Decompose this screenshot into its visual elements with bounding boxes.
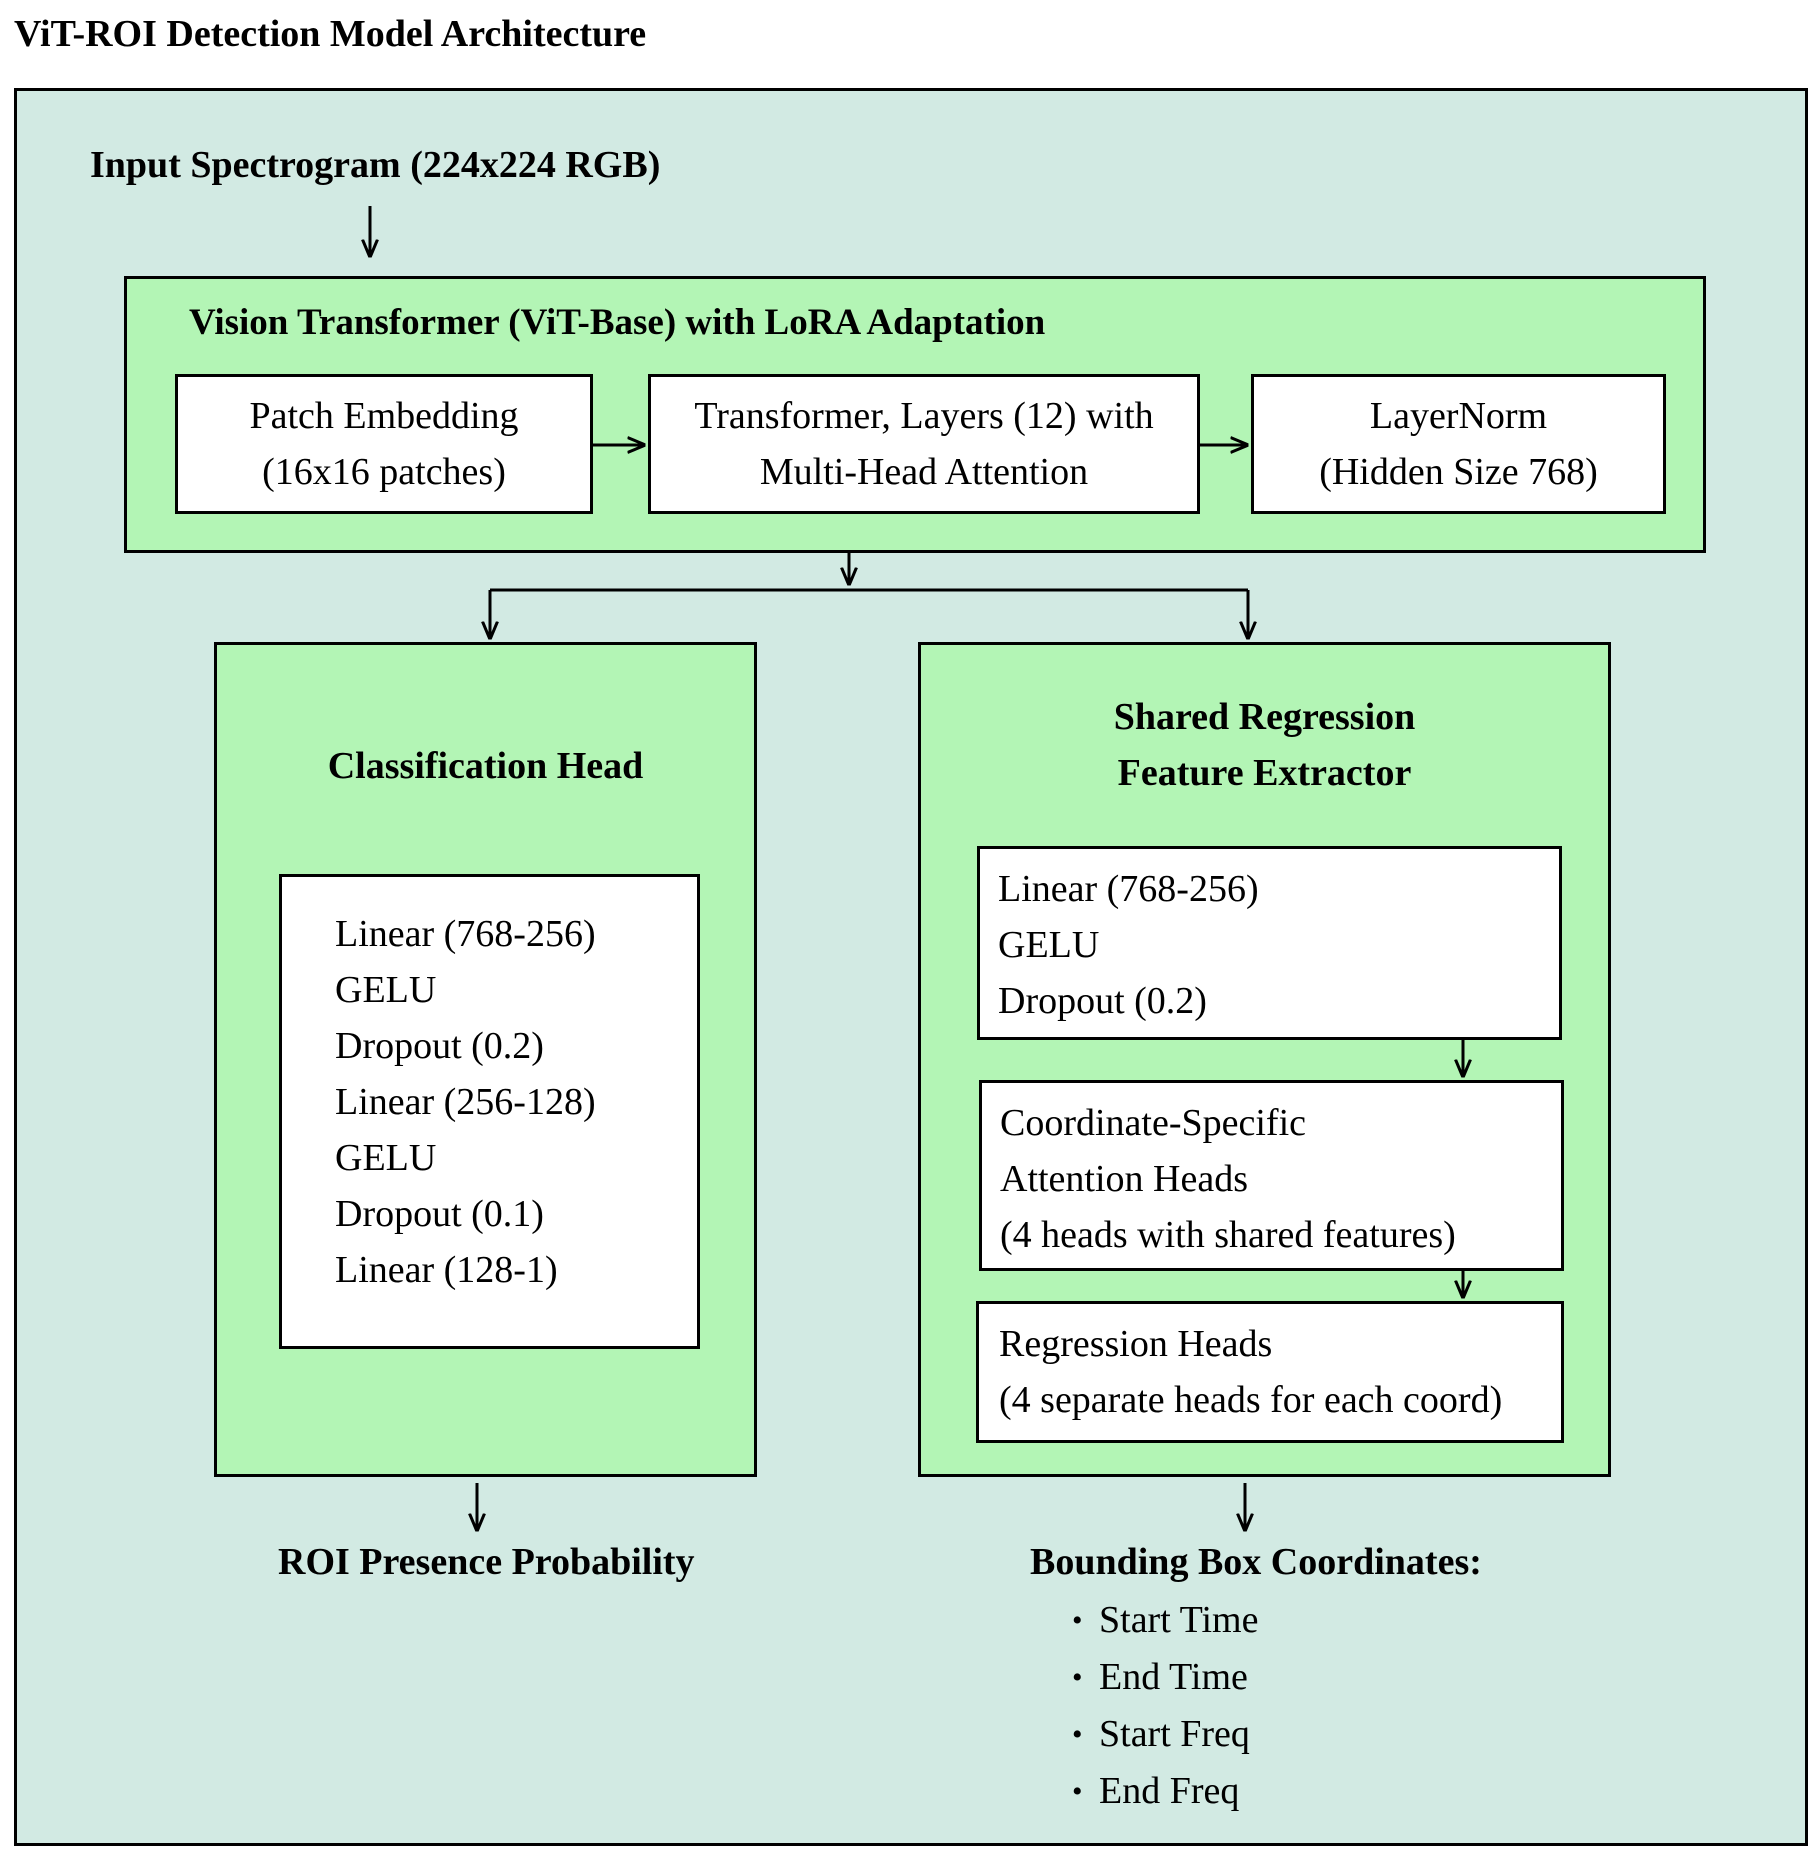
patch-embedding-line-2: (16x16 patches) — [262, 451, 506, 493]
classification-layer: Dropout (0.1) — [335, 1193, 544, 1235]
vit-backbone-title: Vision Transformer (ViT-Base) with LoRA … — [189, 302, 1046, 343]
classification-layer: Linear (128-1) — [335, 1249, 558, 1291]
transformer-layers-box: Transformer, Layers (12) with Multi-Head… — [648, 374, 1200, 514]
bounding-box-output-title: Bounding Box Coordinates: — [1030, 1541, 1482, 1583]
layernorm-line-2: (Hidden Size 768) — [1319, 451, 1598, 493]
patch-embedding-box: Patch Embedding (16x16 patches) — [175, 374, 593, 514]
attention-heads-line: Attention Heads — [1000, 1158, 1249, 1200]
patch-embedding-line-1: Patch Embedding — [249, 395, 519, 437]
shared-feature-layers-box: Linear (768-256) GELU Dropout (0.2) — [977, 846, 1562, 1040]
attention-heads-line: Coordinate-Specific — [1000, 1102, 1307, 1144]
coordinate-item: End Freq — [1072, 1763, 1258, 1820]
classification-layers-box — [279, 874, 700, 1349]
classification-layer: Linear (256-128) — [335, 1081, 596, 1123]
regression-title-line-1: Shared Regression — [1113, 696, 1416, 738]
coordinate-item: Start Freq — [1072, 1706, 1258, 1763]
transformer-line-1: Transformer, Layers (12) with — [694, 395, 1154, 437]
layernorm-box: LayerNorm (Hidden Size 768) — [1251, 374, 1666, 514]
input-spectrogram-label: Input Spectrogram (224x224 RGB) — [90, 144, 661, 186]
coordinate-item: End Time — [1072, 1649, 1258, 1706]
roi-presence-output: ROI Presence Probability — [278, 1541, 695, 1583]
attention-heads-line: (4 heads with shared features) — [1000, 1214, 1456, 1256]
transformer-line-2: Multi-Head Attention — [759, 451, 1089, 493]
coordinate-item: Start Time — [1072, 1592, 1258, 1649]
layernorm-line-1: LayerNorm — [1369, 395, 1548, 437]
regression-heads-box: Regression Heads (4 separate heads for e… — [976, 1301, 1564, 1443]
attention-heads-box: Coordinate-Specific Attention Heads (4 h… — [979, 1080, 1564, 1271]
classification-layer: GELU — [335, 969, 437, 1011]
regression-head-title: Shared Regression Feature Extractor — [918, 689, 1611, 801]
diagram-title: ViT-ROI Detection Model Architecture — [14, 13, 647, 55]
regression-title-line-2: Feature Extractor — [1117, 752, 1412, 794]
classification-layer: Linear (768-256) — [335, 913, 596, 955]
bounding-box-coordinate-list: Start Time End Time Start Freq End Freq — [1072, 1592, 1258, 1820]
shared-layer: Dropout (0.2) — [998, 980, 1207, 1022]
regression-heads-line: (4 separate heads for each coord) — [999, 1379, 1503, 1421]
classification-layer: Dropout (0.2) — [335, 1025, 544, 1067]
regression-heads-line: Regression Heads — [999, 1323, 1273, 1365]
classification-layers-list: Linear (768-256) GELU Dropout (0.2) Line… — [335, 906, 596, 1298]
shared-layer: Linear (768-256) — [998, 868, 1259, 910]
classification-head-title: Classification Head — [327, 745, 644, 787]
classification-layer: GELU — [335, 1137, 437, 1179]
shared-layer: GELU — [998, 924, 1100, 966]
